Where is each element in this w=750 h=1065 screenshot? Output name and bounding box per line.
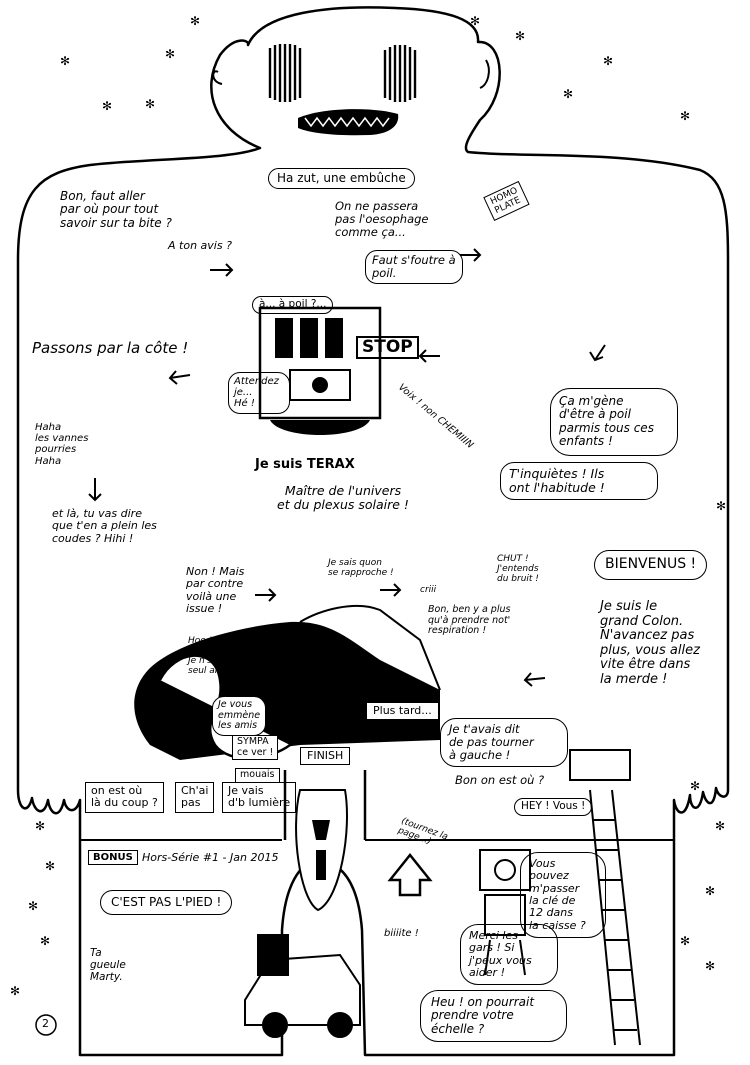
fly-icon: ✻: [102, 99, 113, 113]
caption-je-suis-terax: Je suis TERAX: [255, 457, 355, 472]
bubble-merci-les-gars: Merci les gars ! Si j'peux vous aider !: [460, 924, 558, 986]
bubble-cest-pas-lpied: C'EST PAS L'PIED !: [100, 890, 233, 916]
sign-finish: FINISH: [300, 747, 351, 766]
up-arrow-icon: [387, 852, 433, 897]
bubble-ca-mgene: Ça m'gène d'être à poil parmis tous ces …: [550, 388, 678, 456]
bubble-bienvenus: BIENVENUS !: [594, 550, 708, 580]
bubble-hey-vous: HEY ! Vous !: [514, 798, 593, 816]
giant-right-eye: [383, 45, 417, 102]
fly-icon: ✻: [690, 779, 701, 793]
caption-je-suis-colon: Je suis le grand Colon. N'avancez pas pl…: [600, 599, 700, 687]
bubble-je-sais-pas: Je sais quon se rapproche !: [328, 558, 394, 579]
fly-icon: ✻: [35, 819, 46, 833]
sign-je-vais: Je vais d'b lumière: [222, 782, 297, 813]
caption-maitre: Maître de l'univers et du plexus solaire…: [277, 483, 409, 512]
fly-icon: ✻: [145, 97, 156, 111]
label-bonus: BONUS: [88, 850, 138, 866]
caption-passons: Passons par la côte !: [32, 339, 189, 357]
fly-icon: ✻: [60, 54, 71, 68]
ladder: [589, 789, 641, 1046]
fly-icon: ✻: [705, 884, 716, 898]
caption-plus-tard: Plus tard...: [366, 702, 439, 721]
fly-icon: ✻: [705, 959, 716, 973]
fly-icon: ✻: [40, 934, 51, 948]
delorean-car: [244, 934, 361, 1038]
bubble-et-la: et là, tu vas dire que t'en a plein les …: [52, 507, 157, 545]
bubble-a-poil: à... à poil ?...: [252, 296, 334, 314]
fly-icon: ✻: [28, 899, 39, 913]
bubble-faut-sfoutre: Faut s'foutre à poil.: [365, 250, 463, 284]
fly-icon: ✻: [563, 87, 574, 101]
bubble-bon-on-est-ou: Bon on est où ?: [455, 773, 545, 787]
fly-icon: ✻: [716, 499, 727, 513]
sign-on-est-ou: on est où là du coup ?: [85, 782, 164, 813]
fly-icon: ✻: [165, 47, 176, 61]
sign-sympa: SYMPA ce ver !: [232, 735, 279, 761]
bubble-hoo-des-voix: Hoo ! Des Voix ! Je n'suis pas seul alor…: [188, 636, 255, 677]
fly-icon: ✻: [10, 984, 21, 998]
bubble-chut: CHUT ! J'entends du bruit !: [497, 554, 539, 585]
caption-ta-gueule: Ta gueule Marty.: [90, 947, 126, 983]
caption-haha-vanne: Haha les vannes pourries Haha: [35, 422, 89, 467]
page-number: 2: [42, 1017, 49, 1030]
bubble-attendez: Attendez je... Hé !: [228, 372, 290, 414]
fly-icon: ✻: [680, 109, 691, 123]
bubble-bon-ben: Bon, ben y a plus qu'à prendre not' resp…: [428, 604, 511, 637]
bubble-bon-faut-aller: Bon, faut aller par où pour tout savoir …: [60, 189, 172, 230]
sound-biiiiite: biiiite !: [384, 928, 419, 939]
giant-body-outline: [16, 6, 730, 1057]
caption-hors-serie: Hors-Série #1 - Jan 2015: [142, 851, 279, 864]
sign-stop: STOP: [356, 336, 419, 360]
sound-criii: criii: [420, 585, 437, 595]
page-number-circle: [35, 1014, 57, 1036]
fly-icon: ✻: [190, 14, 201, 28]
giant-left-eye: [268, 44, 302, 102]
fly-icon: ✻: [470, 14, 481, 28]
bubble-heu: Heu ! on pourrait prendre votre échelle …: [420, 990, 567, 1043]
terax-robot: [258, 306, 382, 435]
fly-icon: ✻: [45, 859, 56, 873]
bubble-tinquietes: T'inquiètes ! Ils ont l'habitude !: [500, 462, 658, 500]
giant-mouth: [298, 109, 399, 136]
finish-gate: [283, 770, 367, 912]
bubble-ha-zut: Ha zut, une embûche: [268, 168, 415, 190]
fly-icon: ✻: [680, 934, 691, 948]
bubble-je-tavais-dit: Je t'avais dit de pas tourner à gauche !: [440, 718, 568, 767]
fly-icon: ✻: [603, 54, 614, 68]
bubble-a-ton-avis: A ton avis ?: [168, 239, 232, 252]
worm-tunnel: [134, 621, 440, 760]
bubble-on-ne-passera: On ne passera pas l'oesophage comme ça..…: [335, 199, 429, 239]
small-robot: [479, 849, 531, 976]
bubble-non-mais: Non ! Mais par contre voilà une issue !: [186, 565, 245, 615]
bubble-je-vous-emmene: Je vous emmène les amis: [212, 696, 267, 736]
sign-mouais: mouais: [235, 768, 280, 783]
fly-icon: ✻: [515, 29, 526, 43]
sign-chai-pas: Ch'ai pas: [175, 782, 215, 813]
fly-icon: ✻: [715, 819, 726, 833]
